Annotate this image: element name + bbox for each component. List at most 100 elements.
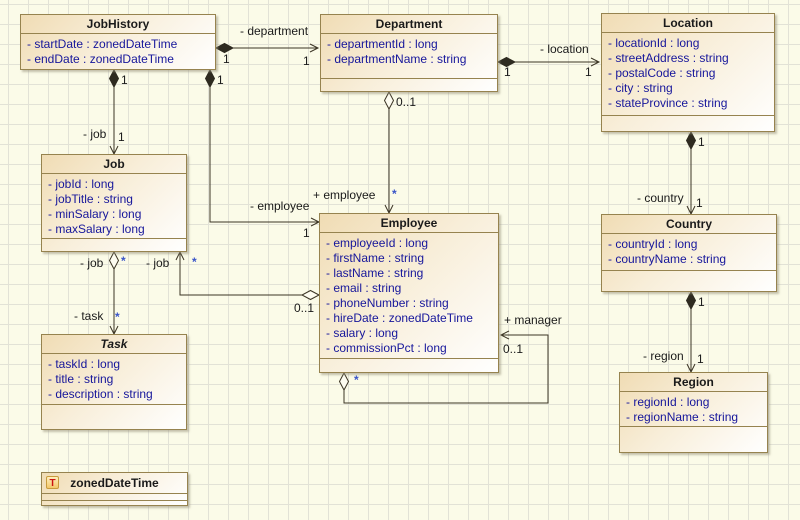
attribute: - employeeId : long [326, 236, 429, 250]
edge-label-job3-role: - job [80, 256, 104, 270]
edge-mult: 1 [697, 352, 704, 366]
attribute: - departmentName : string [327, 52, 467, 66]
class-region-title: Region [620, 373, 767, 392]
class-job-operations [42, 238, 186, 251]
edge-mult: 1 [223, 52, 230, 66]
edge-mult: 1 [698, 135, 705, 149]
edge-employee-manager[interactable] [338, 330, 549, 404]
class-job-attributes: - jobId : long - jobTitle : string - min… [42, 174, 186, 238]
attribute: - startDate : zonedDateTime [27, 37, 178, 51]
edge-mult: 1 [118, 130, 125, 144]
edge-department-location[interactable] [496, 56, 601, 68]
edge-label-department-role: - department [240, 24, 309, 38]
class-region[interactable]: Region - regionId : long - regionName : … [619, 372, 768, 453]
edge-mult: 0..1 [503, 342, 524, 356]
attribute: - description : string [48, 387, 153, 401]
edge-label-employee-role: - employee [250, 199, 310, 213]
edge-job-task[interactable] [108, 250, 120, 336]
class-country-title: Country [602, 215, 776, 234]
class-task-attributes: - taskId : long - title : string - descr… [42, 354, 186, 404]
attribute: - maxSalary : long [48, 222, 145, 236]
edge-label-manager-role: + manager [504, 313, 562, 327]
edge-label-location-role: - location [540, 42, 589, 56]
class-jobhistory[interactable]: JobHistory - startDate : zonedDateTime -… [20, 14, 216, 70]
aggregation-diamond-icon [338, 371, 350, 392]
edge-jobhistory-department[interactable] [214, 42, 320, 54]
attribute: - salary : long [326, 326, 399, 340]
class-country-operations [602, 270, 776, 291]
attribute: - firstName : string [326, 251, 425, 265]
attribute: - regionId : long [626, 395, 710, 409]
attribute: - taskId : long [48, 357, 121, 371]
attribute: - minSalary : long [48, 207, 142, 221]
edge-mult: 1 [585, 65, 592, 79]
class-employee-attributes: - employeeId : long - firstName : string… [320, 233, 498, 358]
edge-country-region[interactable] [685, 290, 697, 374]
attribute: - phoneNumber : string [326, 296, 449, 310]
attribute: - city : string [608, 81, 673, 95]
edge-label-job2-role: - job [146, 256, 170, 270]
edge-mult: 1 [217, 73, 224, 87]
edge-mult: 0..1 [396, 95, 417, 109]
class-department[interactable]: Department - departmentId : long - depar… [320, 14, 498, 92]
attribute: - streetAddress : string [608, 51, 729, 65]
class-task-title: Task [42, 335, 186, 354]
arrowhead-icon [499, 330, 510, 340]
edge-mult: 1 [303, 54, 310, 68]
attribute: - jobId : long [48, 177, 115, 191]
attribute: - commissionPct : long [326, 341, 447, 355]
edge-mult: 1 [121, 73, 128, 87]
class-region-operations [620, 426, 767, 452]
edge-label-task-role: - task [74, 309, 104, 323]
class-department-operations [321, 78, 497, 91]
class-jobhistory-title: JobHistory [21, 15, 215, 34]
class-task[interactable]: Task - taskId : long - title : string - … [41, 334, 187, 430]
composition-diamond-icon [685, 290, 697, 311]
edge-employee-job[interactable] [175, 250, 321, 301]
edge-line [179, 253, 302, 296]
edge-mult: * [392, 187, 397, 201]
class-location-operations [602, 115, 774, 131]
edge-location-country[interactable] [685, 130, 697, 216]
datatype-title-bar: T zonedDateTime [42, 473, 187, 493]
class-employee-operations [320, 358, 498, 372]
edge-line [343, 334, 549, 404]
class-department-attributes: - departmentId : long - departmentName :… [321, 34, 497, 78]
composition-diamond-icon [204, 68, 216, 89]
class-region-attributes: - regionId : long - regionName : string [620, 392, 767, 426]
datatype-icon: T [46, 476, 59, 489]
edge-mult: 1 [698, 295, 705, 309]
attribute: - endDate : zonedDateTime [27, 52, 174, 66]
datatype-empty-compartment [42, 500, 187, 505]
attribute: - hireDate : zonedDateTime [326, 311, 473, 325]
class-job-title: Job [42, 155, 186, 174]
class-task-operations [42, 404, 186, 429]
class-department-title: Department [321, 15, 497, 34]
class-job[interactable]: Job - jobId : long - jobTitle : string -… [41, 154, 187, 252]
class-country-attributes: - countryId : long - countryName : strin… [602, 234, 776, 270]
class-employee[interactable]: Employee - employeeId : long - firstName… [319, 213, 499, 373]
aggregation-diamond-icon [108, 250, 120, 271]
composition-diamond-icon [108, 68, 120, 89]
attribute: - email : string [326, 281, 402, 295]
aggregation-diamond-icon [300, 289, 321, 301]
attribute: - lastName : string [326, 266, 424, 280]
aggregation-diamond-icon [383, 90, 395, 111]
class-location-attributes: - locationId : long - streetAddress : st… [602, 33, 774, 115]
class-location[interactable]: Location - locationId : long - streetAdd… [601, 13, 775, 132]
datatype-empty-compartment [42, 493, 187, 500]
edge-mult: * [115, 310, 120, 324]
edge-mult: 1 [504, 65, 511, 79]
arrowhead-icon [309, 43, 320, 53]
class-country[interactable]: Country - countryId : long - countryName… [601, 214, 777, 292]
attribute: - departmentId : long [327, 37, 438, 51]
edge-label-country-role: - country [637, 191, 684, 205]
datatype-zoneddatetime[interactable]: T zonedDateTime [41, 472, 188, 506]
arrowhead-icon [175, 250, 185, 261]
attribute: - postalCode : string [608, 66, 716, 80]
attribute: - regionName : string [626, 410, 739, 424]
edge-label-job-role: - job [83, 127, 107, 141]
composition-diamond-icon [685, 130, 697, 151]
attribute: - locationId : long [608, 36, 700, 50]
